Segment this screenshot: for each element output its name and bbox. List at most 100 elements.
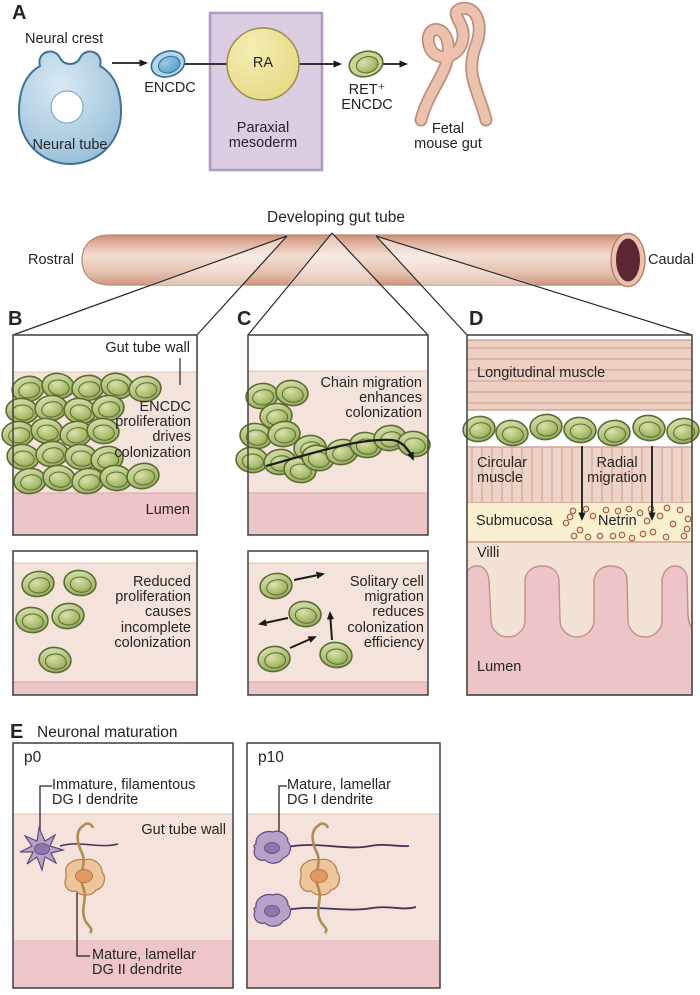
submucosa-label: Submucosa: [476, 513, 553, 529]
netrin-dot: [614, 507, 622, 515]
netrin-dot: [656, 512, 664, 520]
paraxial-mesoderm-label: Paraxial mesoderm: [228, 120, 298, 152]
panel-e-p10-box: [247, 785, 440, 988]
panel-b-label: B: [8, 308, 23, 330]
ret-encdc-label: RET⁺ ENCDC: [341, 82, 393, 114]
longitudinal-muscle-band: [467, 340, 692, 410]
circular-muscle-label: Circular muscle: [477, 455, 527, 487]
netrin-dot: [609, 532, 617, 540]
immature-dg1-pointer: [39, 785, 52, 835]
panel-b-bottom-box: [13, 562, 197, 695]
netrin-dot: [684, 515, 692, 523]
lamellar-dendrite-2: [286, 906, 417, 911]
panel-c-top-box: [233, 370, 433, 535]
filamentous-dendrite: [59, 843, 119, 847]
circular-muscle-band: [467, 447, 692, 503]
encdc-cell: [528, 412, 564, 442]
mature-dg1-label: Mature, lamellar DG I dendrite: [287, 777, 391, 809]
netrin-dots: [562, 504, 692, 542]
netrin-dot: [628, 534, 636, 542]
netrin-dot: [662, 533, 670, 541]
panel-c-label: C: [237, 308, 252, 330]
neuronal-maturation-title: Neuronal maturation: [37, 724, 178, 741]
netrin-dot: [576, 526, 584, 534]
encdc-cell: [562, 415, 598, 445]
gut-tube-wall-label: Gut tube wall: [105, 340, 190, 356]
mature-dg2-label: Mature, lamellar DG II dendrite: [92, 947, 196, 979]
panel-a-label: A: [12, 2, 27, 24]
p10-label: p10: [258, 749, 284, 766]
encdc-cell: [595, 418, 633, 448]
netrin-dot: [618, 531, 626, 539]
villi-label: Villi: [477, 545, 500, 561]
neural-crest-label: Neural crest: [25, 31, 104, 47]
dg2-neuron-orange-p10: [299, 822, 341, 934]
chain-migration-arrow: [265, 438, 415, 468]
encdc-blue-cell: [150, 50, 186, 78]
panel-callout-lines: [12, 232, 693, 336]
p0-label: p0: [24, 749, 42, 766]
netrin-label: Netrin: [598, 513, 637, 529]
netrin-dot: [649, 528, 657, 536]
fetal-mouse-gut-label: Fetal mouse gut: [414, 121, 482, 153]
mature-neuron-purple-2: [253, 893, 292, 927]
reduced-proliferation-caption: Reduced proliferation causes incomplete …: [114, 574, 191, 651]
lumen-label-d: Lumen: [477, 659, 522, 675]
netrin-dot: [647, 505, 655, 513]
netrin-dot: [589, 512, 597, 520]
netrin-dot: [663, 504, 671, 512]
netrin-dot: [569, 507, 577, 515]
lamellar-dendrite-1: [286, 843, 410, 849]
solitary-migration-caption: Solitary cell migration reduces coloniza…: [347, 574, 424, 651]
immature-dg1-label: Immature, filamentous DG I dendrite: [52, 777, 196, 809]
ret-encdc-green-cell: [348, 50, 384, 78]
netrin-dot: [669, 520, 677, 528]
gut-tube-wall-label-e: Gut tube wall: [141, 822, 226, 838]
caudal-label: Caudal: [648, 252, 694, 268]
netrin-dot: [562, 519, 570, 527]
netrin-dot: [570, 532, 578, 540]
circular-muscle-stripes: [471, 448, 683, 502]
submucosa-band: [467, 503, 692, 542]
panel-e-label: E: [10, 721, 24, 743]
fetal-mouse-gut-shape: [414, 1, 493, 127]
developing-gut-tube-label: Developing gut tube: [267, 209, 405, 226]
proliferation-caption: ENCDC proliferation drives colonization: [114, 399, 191, 461]
caudal-opening-lumen: [616, 238, 640, 282]
panel-e-p0-box: [13, 785, 233, 988]
solitary-migration-arrows: [258, 571, 335, 649]
mature-neuron-purple-1: [253, 830, 292, 864]
netrin-dot: [584, 533, 592, 541]
longitudinal-muscle-label: Longitudinal muscle: [477, 365, 606, 381]
neural-tube-label: Neural tube: [32, 137, 108, 153]
panel-b-top-box: [0, 358, 197, 535]
immature-neuron-purple: [19, 825, 66, 873]
encdc-cell: [630, 412, 668, 444]
chain-migration-caption: Chain migration enhances colonization: [320, 375, 422, 422]
netrin-dot: [676, 506, 684, 514]
netrin-dot: [602, 506, 610, 514]
encdc-cell: [665, 416, 700, 446]
netrin-dot: [625, 505, 633, 513]
mature-dg2-pointer: [76, 884, 90, 957]
rostral-label: Rostral: [28, 252, 74, 268]
panel-a-connectors: [112, 59, 408, 68]
netrin-dot: [636, 509, 644, 517]
radial-migration-arrows: [578, 446, 656, 521]
developing-gut-tube-shape: [81, 232, 646, 288]
panel-d-label: D: [469, 308, 484, 330]
netrin-dot: [683, 525, 691, 533]
ra-circle: [226, 27, 300, 101]
netrin-dot: [639, 530, 647, 538]
panel-borders: [12, 334, 693, 989]
netrin-dot: [680, 532, 688, 540]
radial-migration-label: Radial migration: [587, 455, 647, 487]
lumen-label-b: Lumen: [145, 502, 190, 518]
netrin-dot: [596, 532, 604, 540]
netrin-dot: [643, 517, 651, 525]
longitudinal-muscle-stripes: [468, 347, 691, 404]
panel-d-box: [460, 339, 700, 696]
netrin-dot: [582, 505, 590, 513]
